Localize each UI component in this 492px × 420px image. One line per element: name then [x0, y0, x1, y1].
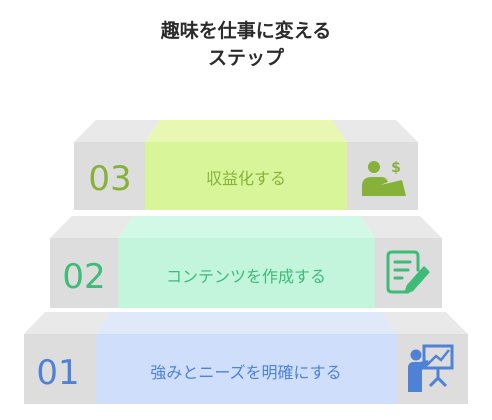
step-01-left-top: [24, 312, 111, 334]
step-02-right-top: [360, 216, 442, 238]
person-laptop-money-icon: $: [362, 160, 406, 196]
step-01-right-top: [382, 312, 468, 334]
step-02-number: 02: [62, 257, 105, 297]
step-02-label: コンテンツを作成する: [166, 267, 326, 286]
step-01: 01 強みとニーズを明確にする: [24, 312, 468, 404]
title-line-1: 趣味を仕事に変える: [160, 20, 332, 42]
step-01-center-face: [96, 334, 397, 404]
step-02-left-face: [50, 238, 118, 308]
step-02-center-face: [118, 238, 375, 308]
step-03: 03 収益化する $: [74, 120, 418, 210]
step-02: 02 コンテンツを作成する: [50, 216, 442, 308]
step-03-center-face: [145, 142, 347, 210]
step-03-label: 収益化する: [206, 169, 286, 188]
step-03-center-top: [145, 120, 347, 142]
step-03-number: 03: [88, 159, 131, 199]
diagram-title: 趣味を仕事に変える ステップ: [0, 18, 492, 72]
step-03-left-top: [74, 120, 160, 142]
step-02-center-top: [118, 216, 375, 238]
step-03-left-face: [74, 142, 145, 210]
title-line-2: ステップ: [207, 47, 284, 69]
step-01-label: 強みとニーズを明確にする: [150, 363, 341, 382]
step-03-right-face: [347, 142, 418, 210]
presenter-chart-icon: [408, 344, 454, 392]
step-01-center-top: [96, 312, 397, 334]
step-03-right-top: [332, 120, 418, 142]
document-pencil-icon: [386, 250, 430, 294]
step-02-left-top: [50, 216, 133, 238]
step-01-left-face: [24, 334, 96, 404]
step-02-right-face: [375, 238, 442, 308]
step-01-number: 01: [36, 353, 79, 393]
svg-text:$: $: [391, 160, 401, 176]
